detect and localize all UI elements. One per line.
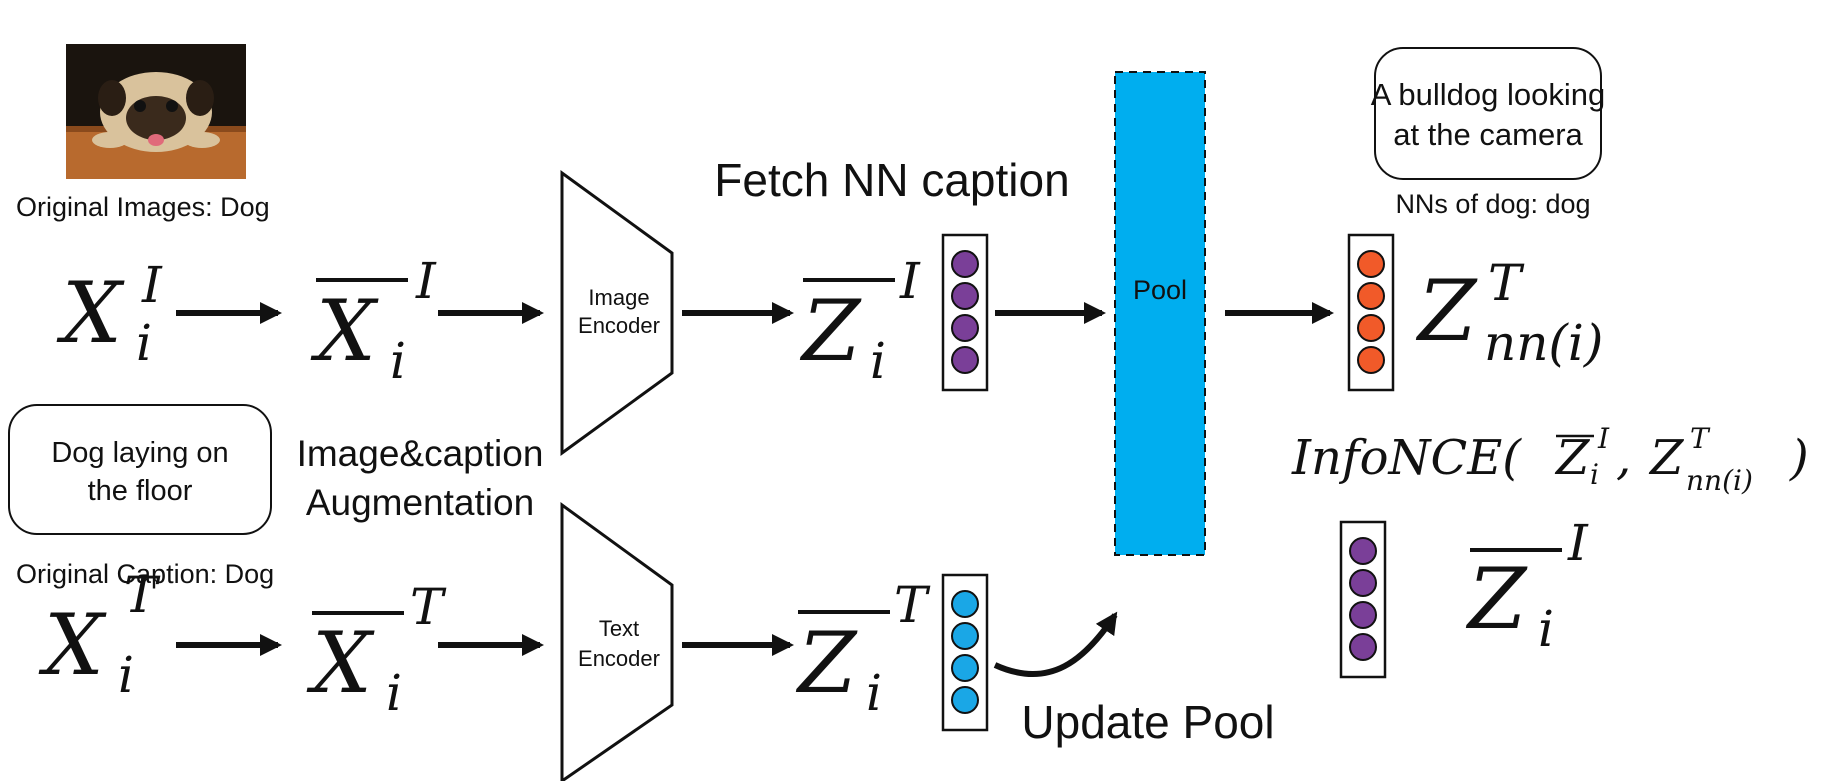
infonce-expression: InfoNCE( Z I i , Z T nn(i) ) — [1291, 422, 1809, 497]
text-encoder-label-2: Encoder — [578, 646, 660, 671]
original-caption-text-1: Dog laying on — [51, 437, 228, 469]
pool-block — [1114, 71, 1206, 556]
svg-text:i: i — [870, 332, 886, 390]
svg-text:i: i — [1590, 458, 1599, 491]
original-caption-box — [8, 404, 272, 535]
svg-text:Z: Z — [1465, 550, 1528, 648]
original-caption-label: Original Caption: Dog — [16, 559, 274, 589]
svg-text:InfoNCE(: InfoNCE( — [1291, 430, 1522, 486]
image-encoder-block — [560, 170, 674, 456]
xbar-image-symbol: X I i — [310, 252, 437, 390]
update-pool-label: Update Pool — [1021, 696, 1274, 748]
svg-text:X: X — [310, 282, 379, 380]
svg-text:I: I — [1567, 514, 1589, 572]
image-embedding-vector — [941, 233, 989, 392]
xbar-text-symbol: X T i — [306, 578, 447, 722]
svg-text:nn(i): nn(i) — [1686, 464, 1753, 497]
svg-text:I: I — [1597, 422, 1610, 455]
z-nn-symbol: Z T nn(i) — [1415, 254, 1603, 372]
svg-text:X: X — [306, 614, 375, 712]
svg-text:Z: Z — [1648, 430, 1685, 486]
arrow-update-pool — [993, 611, 1118, 678]
svg-text:T: T — [1690, 422, 1711, 455]
svg-text:i: i — [118, 646, 134, 704]
text-embedding-vector — [941, 573, 989, 732]
nn-caption-text-1: A bulldog looking — [1371, 77, 1605, 112]
svg-text:Z: Z — [799, 282, 862, 380]
svg-text:T: T — [1488, 254, 1525, 312]
augmentation-label-1: Image&caption — [297, 433, 544, 474]
svg-text:X: X — [38, 596, 107, 694]
svg-text:Z: Z — [1415, 262, 1478, 360]
text-encoder-label-1: Text — [599, 616, 639, 641]
svg-text:I: I — [899, 252, 921, 310]
nn-caption-box — [1374, 47, 1602, 180]
augmentation-label-2: Augmentation — [306, 482, 534, 523]
svg-text:): ) — [1789, 430, 1809, 486]
svg-text:Z: Z — [795, 614, 858, 712]
svg-text:i: i — [390, 332, 406, 390]
x-text-symbol: X T i — [38, 566, 161, 704]
image-embedding-vector-right — [1339, 520, 1387, 679]
dog-photo — [66, 44, 246, 179]
nn-caption-text-2: at the camera — [1393, 117, 1583, 152]
svg-text:I: I — [141, 256, 163, 314]
zbar-text-symbol: Z T i — [795, 576, 931, 722]
svg-text:X: X — [56, 264, 125, 362]
original-images-label: Original Images: Dog — [16, 192, 270, 222]
svg-text:T: T — [410, 578, 447, 636]
pool-label: Pool — [1133, 275, 1187, 305]
image-encoder-label-2: Encoder — [578, 313, 660, 338]
svg-text:T: T — [894, 576, 931, 634]
zbar-image-symbol-right: Z I i — [1465, 514, 1589, 658]
zbar-image-symbol: Z I i — [799, 252, 921, 390]
fetch-nn-caption-label: Fetch NN caption — [714, 154, 1069, 206]
image-encoder-label-1: Image — [588, 285, 649, 310]
text-encoder-block — [560, 502, 674, 781]
svg-text:i: i — [866, 664, 882, 722]
original-caption-text-2: the floor — [88, 475, 193, 507]
svg-text:T: T — [124, 566, 161, 624]
svg-text:i: i — [136, 314, 152, 372]
svg-text:i: i — [386, 664, 402, 722]
nn-embedding-vector — [1347, 233, 1395, 392]
svg-text:Z: Z — [1554, 430, 1591, 486]
svg-text:i: i — [1538, 600, 1554, 658]
nns-of-dog-label: NNs of dog: dog — [1395, 189, 1590, 219]
svg-text:nn(i): nn(i) — [1484, 314, 1603, 372]
x-image-symbol: X I i — [56, 256, 163, 372]
svg-text:I: I — [415, 252, 437, 310]
svg-text:,: , — [1616, 430, 1631, 486]
